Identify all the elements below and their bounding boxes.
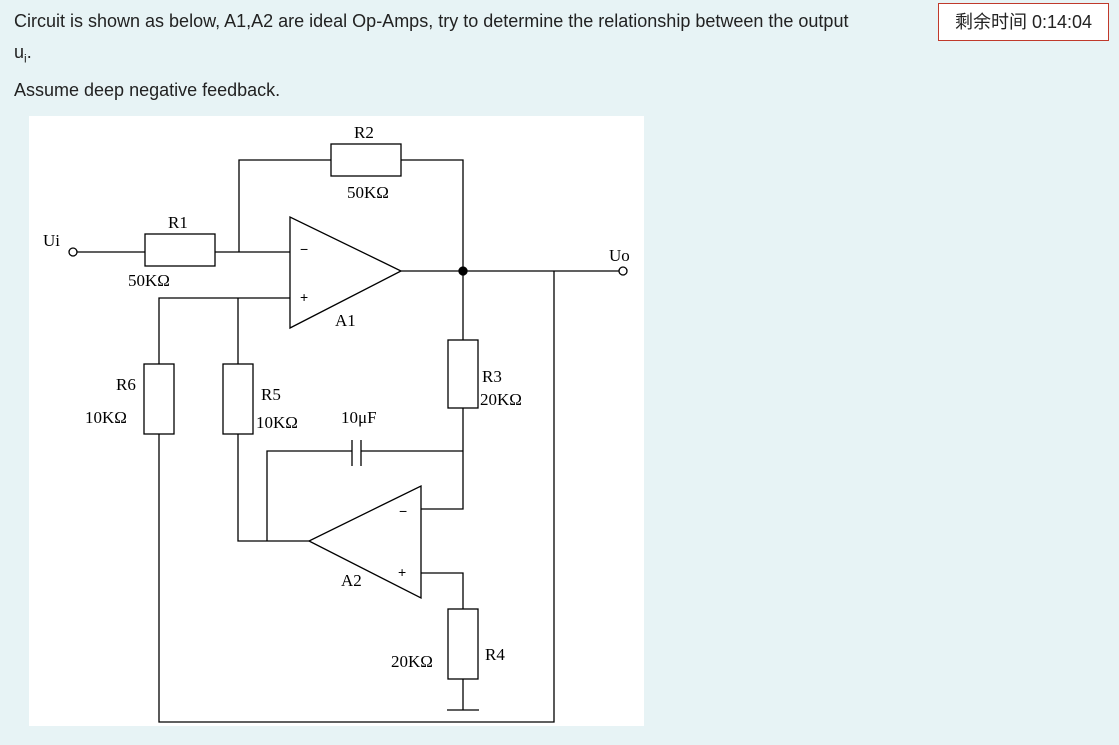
circuit-svg: Ui Uo R1 50KΩ R2 50KΩ R3 20KΩ R4 20KΩ R5… [43,123,630,723]
wire [401,159,464,271]
a2-minus-sign: − [399,503,407,519]
uo-label: Uo [609,246,630,265]
resistor-r4 [447,608,479,680]
r3-label: R3 [482,367,502,386]
op-amp-a1 [289,215,403,330]
ui-terminal [68,247,78,257]
circuit-diagram: Ui Uo R1 50KΩ R2 50KΩ R3 20KΩ R4 20KΩ R5… [29,116,644,726]
r1-value: 50KΩ [128,271,170,290]
wire [421,572,464,609]
resistor-r3 [447,339,479,409]
input-symbol: u [14,42,25,62]
remaining-time-badge: 剩余时间 0:14:04 [938,3,1109,41]
r2-value: 50KΩ [347,183,389,202]
a2-label: A2 [341,571,362,590]
r6-label: R6 [116,375,136,394]
resistor-r1 [144,233,216,267]
capacitor-value: 10μF [341,408,377,427]
wire [266,450,352,541]
uo-terminal [618,266,628,276]
r2-label: R2 [354,123,374,142]
resistor-r5 [222,363,254,435]
resistor-r6 [143,363,175,435]
r6-value: 10KΩ [85,408,127,427]
ui-label: Ui [43,231,60,250]
a1-minus-sign: − [300,241,308,257]
r4-value: 20KΩ [391,652,433,671]
r5-label: R5 [261,385,281,404]
a2-plus-sign: + [398,564,406,580]
question-line-1: Circuit is shown as below, A1,A2 are ide… [14,11,849,31]
r5-value: 10KΩ [256,413,298,432]
a1-label: A1 [335,311,356,330]
r3-value: 20KΩ [480,390,522,409]
op-amp-a2 [307,484,422,600]
a1-plus-sign: + [300,289,308,305]
wire [158,271,555,723]
input-symbol-subscript: i [24,51,27,66]
r1-label: R1 [168,213,188,232]
resistor-r2 [330,143,402,177]
wire [158,297,290,364]
wire [237,434,309,542]
question-line-2-end: . [26,42,32,62]
r4-label: R4 [485,645,505,664]
question-line-2: ui. [14,41,32,70]
wire [238,159,331,252]
wire [421,408,464,510]
assumption-text: Assume deep negative feedback. [14,80,281,100]
